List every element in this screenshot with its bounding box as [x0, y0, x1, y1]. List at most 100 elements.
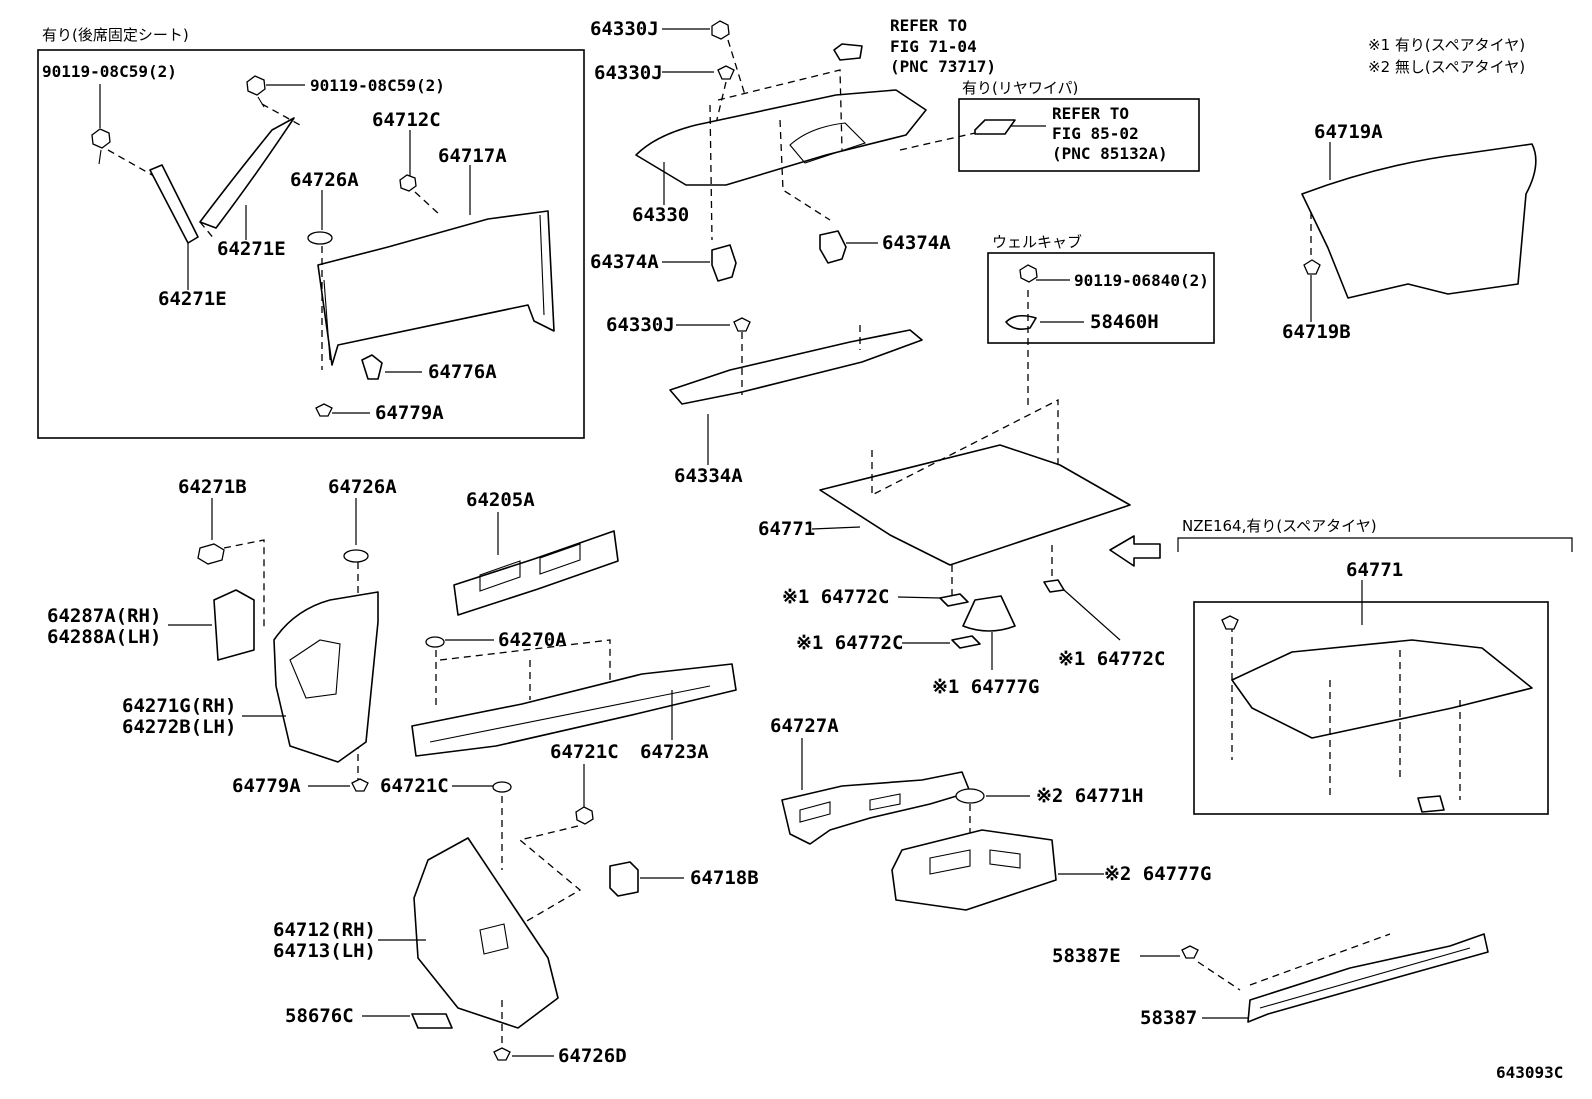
part-label: ※2 64777G	[1104, 863, 1211, 885]
part-label: 64272B(LH)	[122, 716, 236, 738]
part-label: 64330	[632, 204, 689, 226]
group-frame-nze164	[1193, 601, 1549, 815]
wiper-grommet	[974, 119, 1016, 135]
reference-text: (PNC 73717)	[890, 57, 996, 76]
clip-icon	[575, 806, 594, 825]
tie-down-hook	[1005, 314, 1037, 330]
diagram-code: 643093C	[1496, 1063, 1563, 1082]
bolt-icon	[246, 75, 266, 108]
part-label: 64717A	[438, 145, 507, 167]
part-label: 64779A	[375, 402, 444, 424]
reference-text: REFER TO	[1052, 104, 1129, 123]
group-label-rear-seat-fixed: 有り(後席固定シート)	[42, 26, 189, 44]
luggage-box-lower	[891, 829, 1057, 911]
part-label: 64330J	[606, 314, 675, 336]
spacer-block	[939, 593, 969, 607]
clip-icon	[493, 1047, 511, 1061]
reference-text: FIG 71-04	[890, 37, 977, 56]
part-label: 64726A	[290, 169, 359, 191]
part-label: 64271E	[217, 238, 286, 260]
part-label: 64723A	[640, 741, 709, 763]
part-label: 64712C	[372, 109, 441, 131]
group-quarter-trim: 64271B 64287A(RH) 64288A(LH) 64726A 6427…	[47, 476, 397, 797]
quarter-trim-panel	[273, 591, 379, 763]
part-label: ※2 64771H	[1036, 785, 1143, 807]
part-label: 64771	[758, 518, 815, 540]
clip-icon	[425, 636, 445, 648]
deck-side-trim-panel	[413, 837, 559, 1029]
part-label: ※1 64777G	[932, 676, 1039, 698]
spacer-block	[951, 635, 981, 649]
plug-cover	[609, 861, 639, 897]
group-tray-board: 64330J 64334A	[606, 314, 923, 487]
clip-icon	[351, 778, 369, 792]
clip-icon	[399, 174, 417, 192]
bracket-ref-73717	[833, 43, 863, 61]
rear-scuff-plate	[411, 663, 737, 757]
clip-icon	[197, 543, 225, 565]
spacer-block	[1417, 795, 1445, 813]
part-label: 64719A	[1314, 121, 1383, 143]
floor-mat-variant	[1231, 639, 1533, 739]
group-luggage-box: 64727A ※2 64771H ※2 64777G	[770, 715, 1211, 911]
clip-icon	[711, 20, 730, 40]
clip-icon	[733, 317, 751, 332]
group-frame-weld-cap	[987, 252, 1215, 344]
clip-icon	[343, 549, 369, 563]
reference-text: (PNC 85132A)	[1052, 144, 1168, 163]
part-label: 64271B	[178, 476, 247, 498]
part-label: 64271E	[158, 288, 227, 310]
hook-right	[819, 230, 847, 264]
group-rear-seat-fixed: 有り(後席固定シート) 90119-08C59(2) 90119-08C59(2…	[37, 26, 585, 439]
part-label: 58387	[1140, 1007, 1197, 1029]
part-label: ※1 64772C	[796, 632, 903, 654]
group-package-tray: 64330J 64330J 64330 REFER TO FIG 71-04 (…	[590, 16, 996, 282]
trim-strip-left	[149, 164, 199, 244]
part-label: 64776A	[428, 361, 497, 383]
bracket-64776a	[361, 354, 383, 380]
clip-icon	[1303, 259, 1321, 275]
part-label: 58387E	[1052, 945, 1121, 967]
clip-icon	[955, 788, 985, 804]
trim-strip-right	[199, 117, 295, 229]
part-label: 90119-08C59(2)	[310, 76, 445, 95]
part-label: 64719B	[1282, 321, 1351, 343]
part-label: 64727A	[770, 715, 839, 737]
part-label: 64779A	[232, 775, 301, 797]
tray-board-panel	[669, 329, 923, 405]
part-label: ※1 64772C	[782, 586, 889, 608]
group-label-rear-wiper: 有り(リヤワイパ)	[962, 79, 1078, 97]
part-label: 64712(RH)	[273, 919, 376, 941]
group-frame-rear-wiper	[958, 98, 1200, 172]
part-label: 64721C	[380, 775, 449, 797]
part-label: 64287A(RH)	[47, 605, 161, 627]
clip-icon	[307, 231, 333, 245]
floor-mat-panel	[819, 444, 1131, 566]
part-label: 64270A	[498, 629, 567, 651]
arrow-icon	[1109, 535, 1161, 567]
clip-icon	[315, 403, 333, 417]
part-label: 64718B	[690, 867, 759, 889]
group-floor-mat: 64771 ※1 64772C ※1 64772C ※1 64772C ※1 6…	[758, 398, 1165, 698]
luggage-box-upper	[781, 771, 971, 845]
group-frame-rear-seat-fixed	[37, 49, 585, 439]
part-label: 64726A	[328, 476, 397, 498]
clip-icon	[1221, 615, 1239, 630]
part-label: 64334A	[674, 465, 743, 487]
group-label-weld-cap: ウェルキャブ	[992, 233, 1082, 251]
clip-icon	[717, 65, 735, 80]
group-nze164: NZE164,有り(スペアタイヤ) 64771	[1177, 517, 1573, 815]
group-rear-wiper: 有り(リヤワイパ) REFER TO FIG 85-02 (PNC 85132A…	[899, 79, 1200, 172]
group-scuff-plates: 64205A 64270A 64723A	[411, 489, 737, 763]
part-label: 64713(LH)	[273, 940, 376, 962]
group-deck-side-trim: 64721C 64721C 64712(RH) 64713(LH) 64718B…	[273, 741, 759, 1067]
part-label: 64271G(RH)	[122, 695, 236, 717]
group-weld-cap: ウェルキャブ 90119-06840(2) 58460H	[987, 233, 1215, 410]
clip-icon	[1181, 945, 1199, 959]
part-label: 58676C	[285, 1005, 354, 1027]
group-rear-sill: 58387E 58387	[1052, 933, 1489, 1029]
support-cone	[962, 595, 1016, 632]
part-label: 64205A	[466, 489, 535, 511]
hook-left	[711, 244, 737, 282]
